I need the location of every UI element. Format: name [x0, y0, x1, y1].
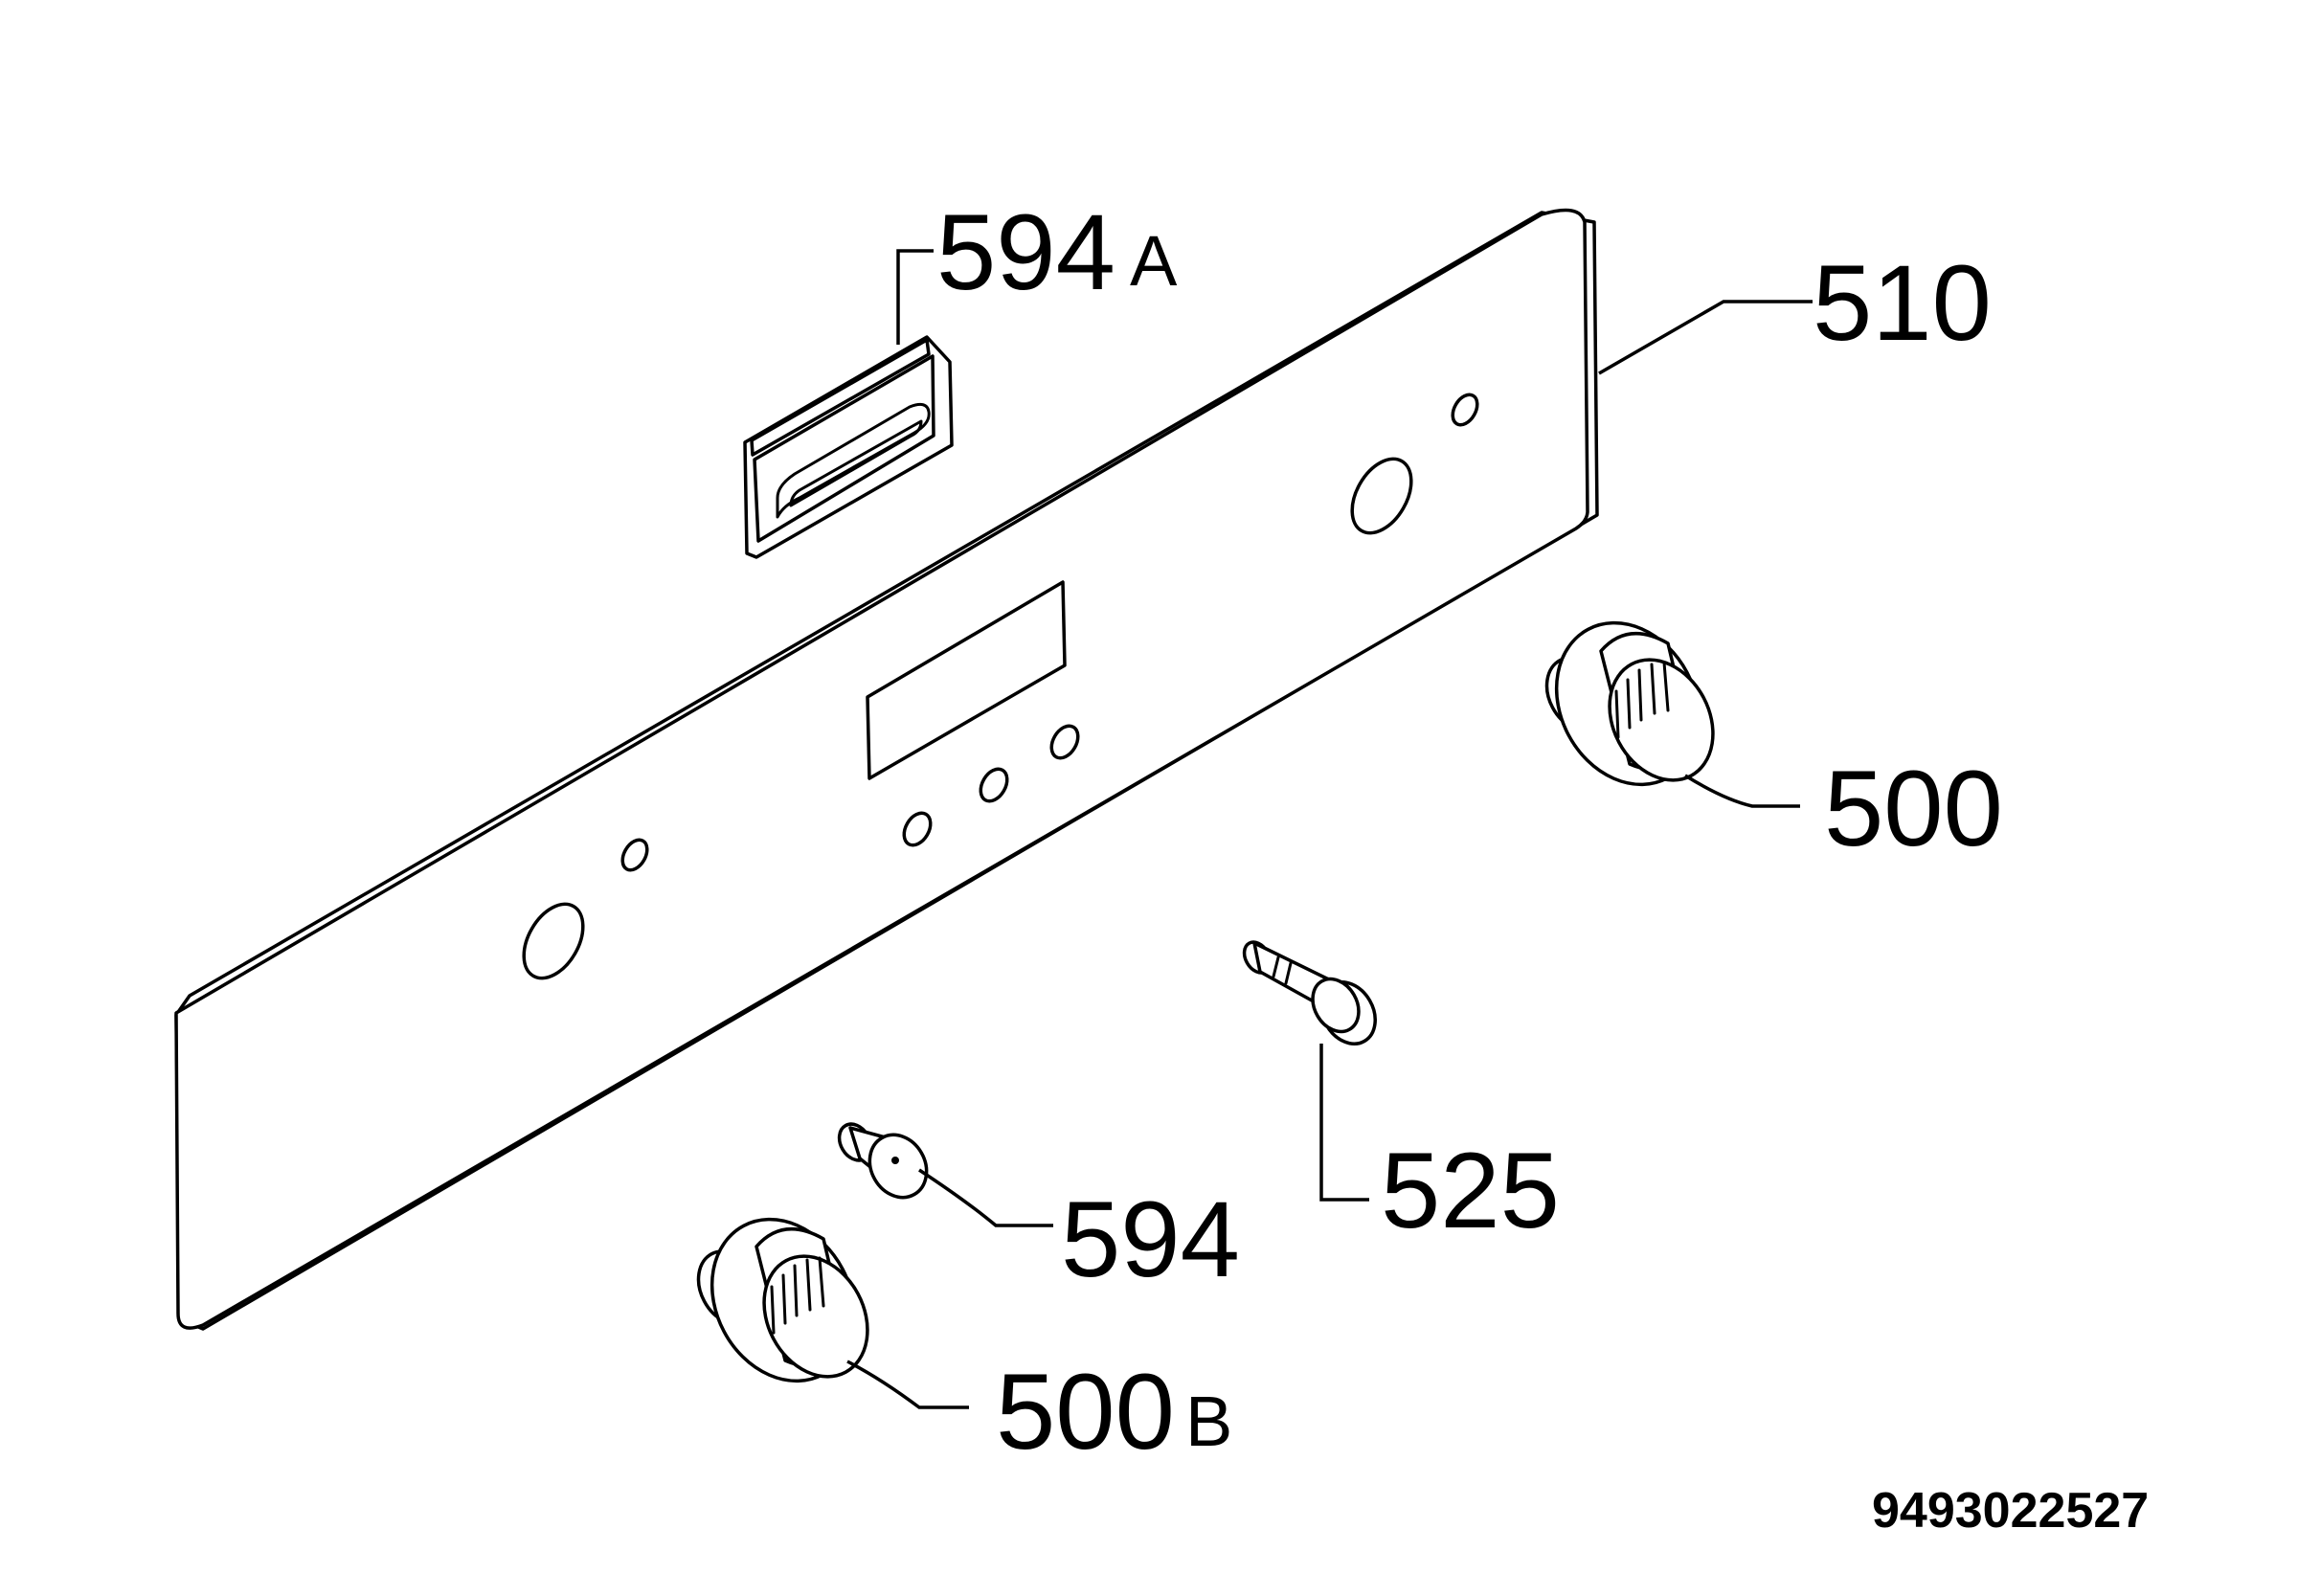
- callout-500b-suffix: B: [1185, 1382, 1232, 1461]
- button-hole-2: [979, 767, 1009, 803]
- button-hole-3: [1049, 724, 1080, 760]
- callout-594-number: 594: [1061, 1180, 1240, 1299]
- callout-500b-number: 500: [996, 1352, 1175, 1472]
- callout-510-number: 510: [1813, 243, 1992, 363]
- indicator-hole-left: [620, 838, 649, 872]
- document-number: 9493022527: [1872, 1483, 2149, 1539]
- leader-500: [1684, 774, 1800, 808]
- control-panel-part-510: [174, 208, 1599, 1331]
- callout-500-number: 500: [1824, 749, 2003, 868]
- leader-594: [918, 1168, 1053, 1227]
- clip-part-594a: [743, 335, 954, 559]
- leader-525: [1319, 1044, 1369, 1202]
- leader-500b: [846, 1360, 969, 1409]
- knob-hole-left: [522, 902, 585, 980]
- knob-part-500: [1544, 620, 1715, 787]
- pushrod-part-525: [1242, 940, 1377, 1045]
- callout-594a-number: 594: [936, 192, 1115, 312]
- button-hole-1: [902, 811, 933, 847]
- knob-hole-right: [1350, 457, 1413, 535]
- leader-594a: [896, 249, 934, 345]
- callout-594a-suffix: A: [1130, 221, 1178, 301]
- leader-510: [1598, 300, 1813, 375]
- spindle-part-594: [837, 1122, 929, 1200]
- leader-lines: [846, 249, 1813, 1409]
- indicator-hole-right: [1451, 393, 1479, 427]
- callout-525-number: 525: [1381, 1131, 1560, 1250]
- knob-part-500b: [696, 1217, 869, 1383]
- display-window: [866, 580, 1067, 780]
